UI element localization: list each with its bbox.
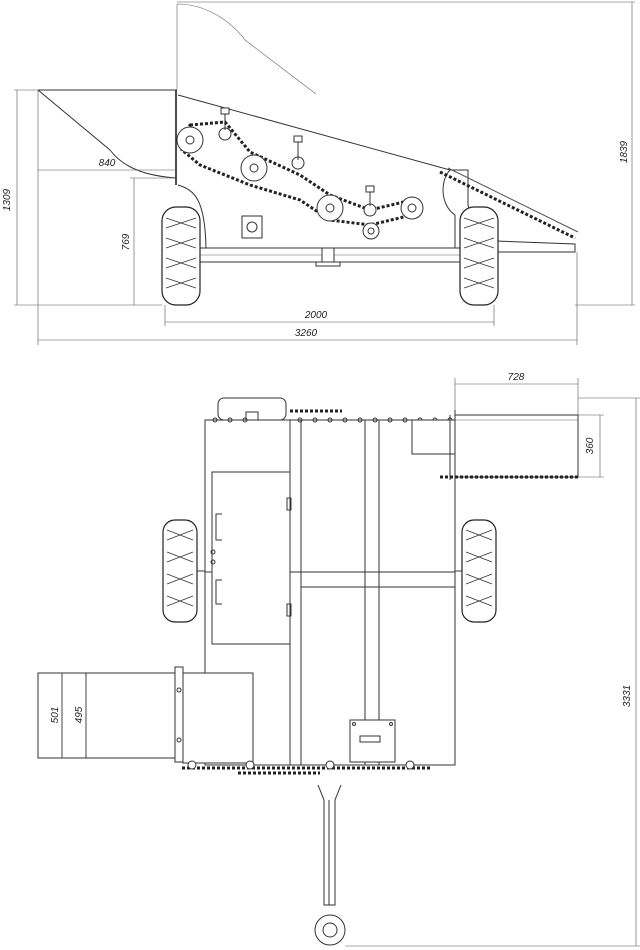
bottom-sprockets: [187, 760, 415, 770]
access-door: [211, 471, 291, 645]
door-handle-lower: [215, 579, 222, 605]
door-handle-upper: [215, 513, 222, 541]
dim-1309: 1309: [2, 188, 13, 211]
top-view: 728 360 501 495 3331: [37, 372, 640, 947]
dim-728: 728: [508, 372, 525, 383]
top-chute: [176, 3, 317, 95]
dim-501: 501: [50, 707, 61, 724]
dim-1839: 1839: [619, 140, 630, 163]
rear-wheel: [459, 206, 499, 306]
right-wheel-top: [461, 519, 497, 623]
drawbar-gearbox: [349, 719, 396, 763]
machine-body: [177, 94, 471, 249]
side-view: 1309 840 769 1839 2000 3260: [2, 1, 635, 345]
dim-2000: 2000: [304, 310, 328, 321]
gear-motor: [241, 215, 263, 239]
output-conveyor-chain: [439, 170, 576, 240]
tow-ring: [314, 914, 346, 946]
top-dimensions: [61, 378, 640, 947]
conveyor-motor: [411, 419, 456, 455]
drawbar-top: [314, 784, 346, 946]
side-hopper: [37, 672, 176, 759]
dim-3331: 3331: [622, 685, 633, 707]
front-wheel: [161, 206, 201, 306]
left-wheel-top: [162, 519, 198, 623]
drawbar: [469, 239, 576, 253]
dim-360: 360: [585, 437, 596, 454]
sprockets: [176, 126, 424, 240]
side-dimensions: [14, 1, 635, 345]
dim-495: 495: [74, 706, 85, 723]
tensioners: [220, 107, 375, 206]
dim-840: 840: [99, 158, 116, 169]
output-conveyor: [454, 414, 579, 478]
top-bracket: [217, 397, 287, 421]
dim-769: 769: [121, 233, 132, 250]
dim-3260: 3260: [295, 328, 318, 339]
